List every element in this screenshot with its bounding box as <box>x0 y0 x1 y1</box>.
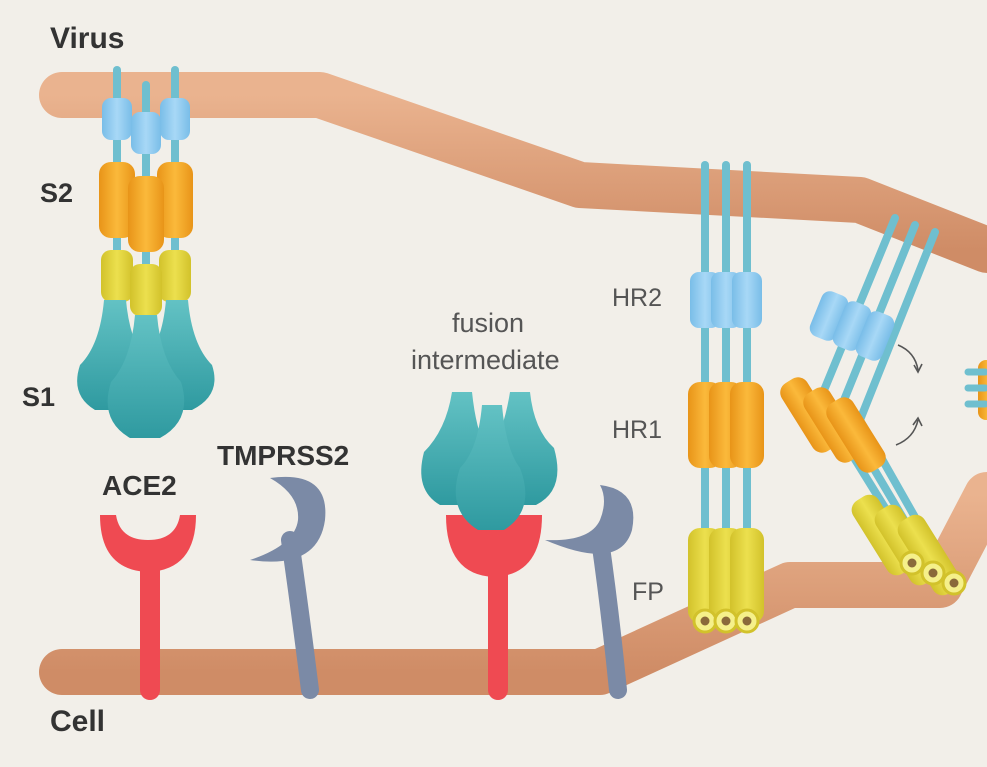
fusion-intermediate-complex <box>421 392 634 700</box>
spike-hr2-domain <box>102 98 190 154</box>
cell-membrane <box>39 472 987 695</box>
prefusion-spike <box>77 66 215 438</box>
hr2-label: HR2 <box>612 284 663 312</box>
ace2-label: ACE2 <box>102 470 177 501</box>
spike-s1-domain <box>77 300 215 438</box>
folding-hr1-domain <box>780 377 886 473</box>
s1-label: S1 <box>22 382 56 412</box>
s2-label: S2 <box>40 178 74 208</box>
extended-intermediate <box>688 161 764 634</box>
virus-membrane <box>39 72 987 273</box>
fusion-label-line2: intermediate <box>411 345 560 375</box>
folding-intermediate <box>780 214 967 596</box>
folding-hr2-domain <box>809 291 895 361</box>
hr1-domain <box>688 382 764 468</box>
fusion-label-line1: fusion <box>452 308 525 338</box>
spike-fp-domain <box>101 250 191 316</box>
spike-hr1-domain <box>99 162 193 252</box>
fp-domain <box>688 528 764 634</box>
virus-label: Virus <box>50 22 125 55</box>
hr1-label: HR1 <box>612 416 663 444</box>
ace2-receptor <box>100 515 196 700</box>
cell-label: Cell <box>50 705 106 738</box>
rotation-arrow-icon <box>895 344 923 446</box>
tmprss2-protease <box>250 476 326 699</box>
tmprss2-label: TMPRSS2 <box>217 440 350 471</box>
hr2-domain <box>690 272 762 328</box>
partial-structure-edge <box>964 360 987 420</box>
fp-label: FP <box>632 578 664 606</box>
folding-fp-domain <box>851 494 967 596</box>
